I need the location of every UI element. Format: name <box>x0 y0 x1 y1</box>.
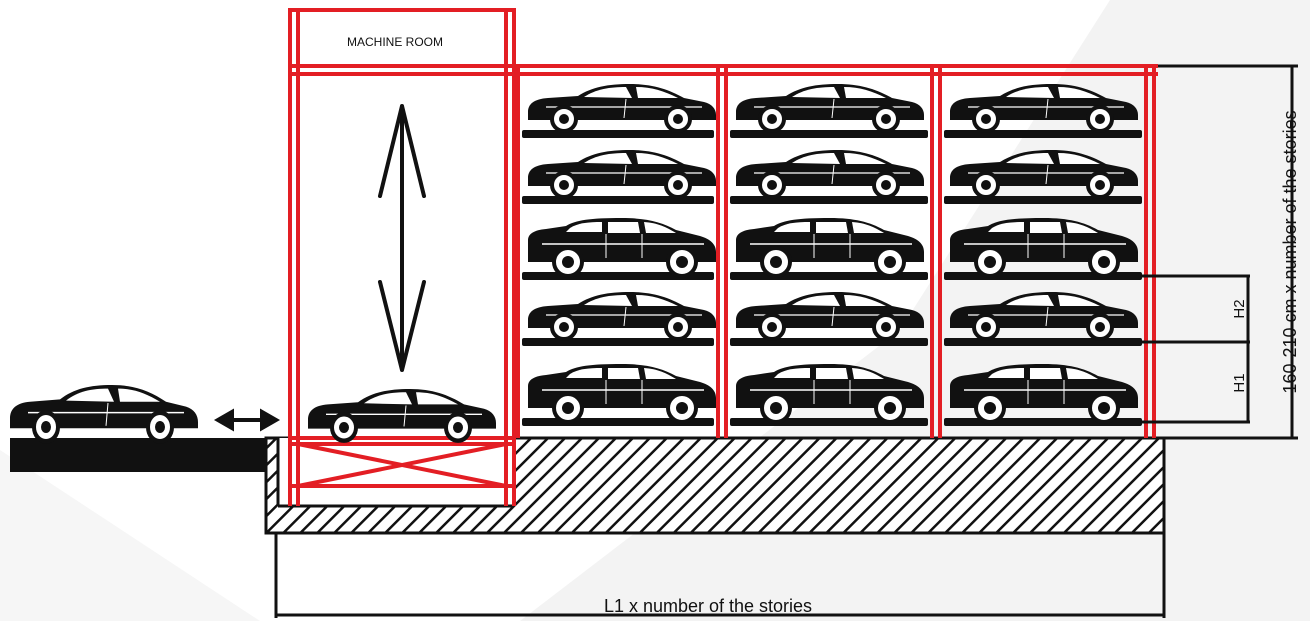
h1-label: H1 <box>1231 373 1248 392</box>
pallet <box>944 130 1142 138</box>
stored-car <box>526 82 718 133</box>
stored-car <box>734 82 926 133</box>
pallet <box>522 130 714 138</box>
lift-direction-arrow <box>378 104 426 372</box>
entry-platform <box>10 438 278 472</box>
stored-car <box>526 148 718 199</box>
pallet <box>944 338 1142 346</box>
stored-car <box>734 290 926 341</box>
storage-rack <box>514 64 1158 438</box>
stored-car <box>526 290 718 341</box>
horizontal-transfer-arrow <box>213 408 281 432</box>
height-dimension-label: 160-210 cm x number of the stories <box>1280 110 1300 393</box>
length-dimension <box>274 533 1166 618</box>
stored-car <box>526 362 718 424</box>
length-dimension-label: L1 x number of the stories <box>604 596 812 616</box>
entry-car <box>10 385 198 441</box>
height-dimension <box>1140 64 1298 440</box>
machine-room-label: MACHINE ROOM <box>347 35 443 49</box>
background-shape-left <box>0 450 260 621</box>
lift-shaft-frame <box>288 8 516 506</box>
h2-label: H2 <box>1231 299 1248 318</box>
pallet <box>730 338 928 346</box>
pallet <box>522 338 714 346</box>
pallet <box>944 196 1142 204</box>
pallet <box>522 196 714 204</box>
pallet <box>730 130 928 138</box>
stored-car <box>734 148 926 199</box>
pallet <box>730 196 928 204</box>
stored-car <box>734 216 926 278</box>
stored-car <box>526 216 718 278</box>
lift-car <box>308 389 496 441</box>
